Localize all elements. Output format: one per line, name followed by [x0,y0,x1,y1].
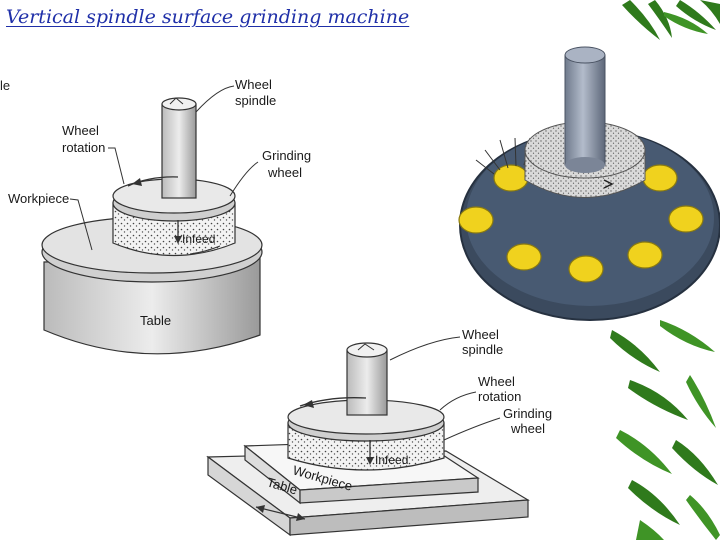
label-a-grinding-wheel-2: wheel [267,165,302,180]
label-a-wheel-rotation-1: Wheel [62,123,99,138]
label-c-grinding-wheel-1: Grinding [503,406,552,421]
label-a-wheel-rotation-2: rotation [62,140,105,155]
label-a-wheel-spindle-1: Wheel [235,77,272,92]
label-a-infeed: Infeed [182,232,215,246]
label-a-wheel-spindle-2: spindle [235,93,276,108]
label-a-workpiece: Workpiece [8,191,69,206]
label-c-infeed: Infeed [375,453,408,467]
label-c-wheel-spindle-2: spindle [462,342,503,357]
label-c-wheel-rotation-2: rotation [478,389,521,404]
slide-title: Vertical spindle surface grinding machin… [6,6,410,28]
label-c-grinding-wheel-2: wheel [510,421,545,436]
figure-c-diagram: Wheel spindle Wheel rotation Grinding wh… [206,327,552,537]
figure-a-diagram: Wheel spindle Wheel rotation Grinding wh… [8,77,311,355]
label-c-wheel-spindle-1: Wheel [462,327,499,342]
leaf-decoration-bottom [610,320,720,540]
label-a-grinding-wheel-1: Grinding [262,148,311,163]
cropped-edge-label: le [0,78,11,93]
label-a-table: Table [140,313,171,328]
label-c-wheel-rotation-1: Wheel [478,374,515,389]
figure-b-rotary-table [458,46,720,321]
leaf-decoration-top [622,0,720,40]
